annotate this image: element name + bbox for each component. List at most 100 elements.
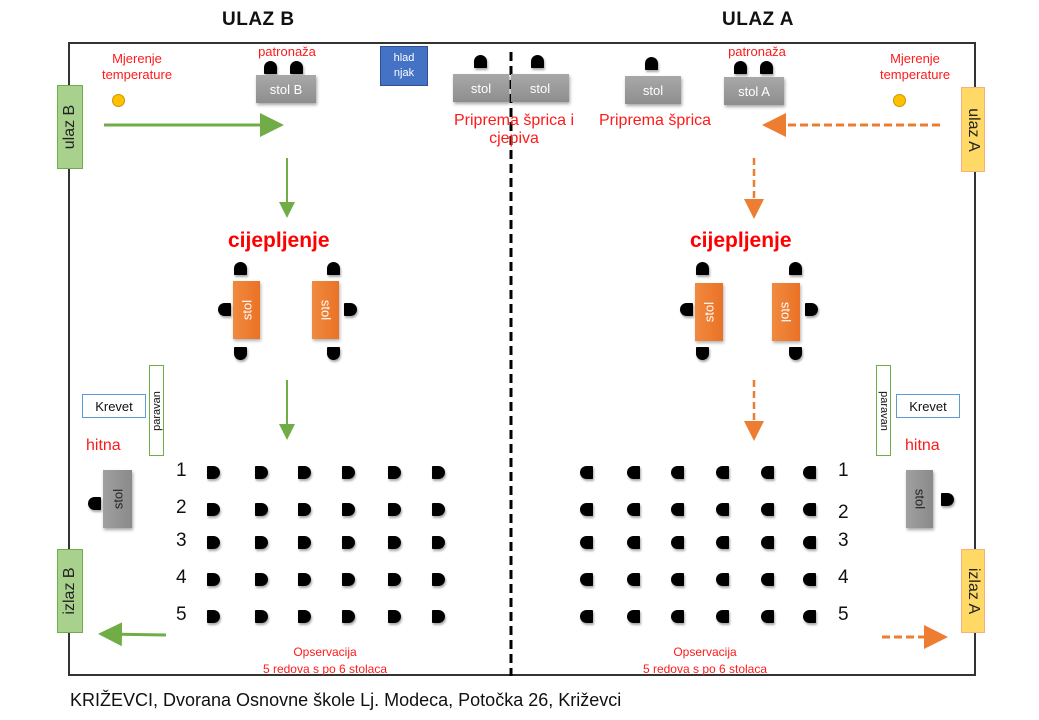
entrance-door-a: ulaz A	[961, 87, 985, 172]
prep-table-2: stol	[511, 74, 569, 102]
observation-chair	[207, 466, 220, 479]
observation-chair	[627, 573, 640, 586]
row-number: 3	[176, 530, 187, 551]
observation-chair	[255, 503, 268, 516]
observation-chair	[627, 503, 640, 516]
nursing-table-a: stol A	[724, 77, 784, 105]
observation-chair	[255, 466, 268, 479]
observation-chair	[580, 466, 593, 479]
observation-chair	[388, 573, 401, 586]
chair-icon	[805, 303, 818, 316]
chair-icon	[88, 497, 101, 510]
observation-chair	[207, 610, 220, 623]
chair-icon	[789, 262, 802, 275]
screen-a: paravan	[876, 365, 891, 456]
thermometer-icon	[112, 94, 125, 107]
observation-chair	[342, 503, 355, 516]
chair-icon	[760, 61, 773, 74]
chair-icon	[941, 493, 954, 506]
observation-chair	[803, 466, 816, 479]
nursing-b-label: patronaža	[258, 44, 316, 59]
observation-b-label: Opservacija 5 redova s po 6 stolaca	[262, 645, 388, 676]
entrance-a-heading: ULAZ A	[722, 9, 794, 30]
vaccination-table-b2: stol	[312, 281, 339, 339]
observation-chair	[580, 610, 593, 623]
thermometer-icon	[893, 94, 906, 107]
exit-door-b: izlaz B	[57, 549, 83, 633]
observation-chair	[255, 573, 268, 586]
observation-chair	[580, 536, 593, 549]
observation-chair	[627, 536, 640, 549]
nursing-a-label: patronaža	[728, 44, 786, 59]
observation-chair	[627, 466, 640, 479]
prep-syringe-vaccine-label: Priprema šprica i cjepiva	[453, 112, 575, 147]
row-number: 5	[838, 604, 849, 625]
chair-icon	[234, 262, 247, 275]
emergency-b-label: hitna	[86, 437, 121, 454]
observation-chair	[432, 610, 445, 623]
observation-chair	[342, 466, 355, 479]
observation-chair	[716, 503, 729, 516]
emergency-table-a: stol	[906, 470, 933, 528]
fridge: hlad njak	[380, 46, 428, 86]
screen-b: paravan	[149, 365, 164, 456]
chair-icon	[474, 55, 487, 68]
observation-chair	[342, 536, 355, 549]
observation-chair	[298, 466, 311, 479]
row-number: 2	[176, 497, 187, 518]
observation-chair	[388, 610, 401, 623]
temperature-station-a-label: Mjerenje temperature	[879, 51, 951, 82]
observation-chair	[671, 610, 684, 623]
chair-icon	[234, 347, 247, 360]
vaccination-a-label: cijepljenje	[690, 229, 792, 252]
observation-chair	[207, 503, 220, 516]
observation-chair	[716, 466, 729, 479]
observation-chair	[671, 466, 684, 479]
observation-chair	[761, 503, 774, 516]
observation-chair	[761, 610, 774, 623]
observation-chair	[207, 573, 220, 586]
hall-outline	[68, 42, 976, 676]
observation-chair	[255, 536, 268, 549]
route-b-exit-arrow	[98, 622, 167, 647]
observation-chair	[671, 573, 684, 586]
chair-icon	[531, 55, 544, 68]
observation-chair	[388, 503, 401, 516]
emergency-a-label: hitna	[905, 437, 940, 454]
row-number: 4	[176, 567, 187, 588]
observation-chair	[298, 610, 311, 623]
observation-chair	[716, 536, 729, 549]
chair-icon	[327, 262, 340, 275]
observation-chair	[716, 573, 729, 586]
row-number: 5	[176, 604, 187, 625]
chair-icon	[290, 61, 303, 74]
chair-icon	[264, 61, 277, 74]
chair-icon	[327, 347, 340, 360]
observation-chair	[716, 610, 729, 623]
vaccination-table-a1: stol	[695, 283, 723, 341]
observation-chair	[761, 466, 774, 479]
row-number: 4	[838, 567, 849, 588]
chair-icon	[218, 303, 231, 316]
observation-chair	[671, 536, 684, 549]
chair-icon	[734, 61, 747, 74]
entrance-door-b: ulaz B	[57, 85, 83, 169]
row-number: 2	[838, 502, 849, 523]
observation-chair	[342, 610, 355, 623]
venue-address: KRIŽEVCI, Dvorana Osnovne škole Lj. Mode…	[70, 690, 622, 710]
vaccination-table-a2: stol	[772, 283, 800, 341]
observation-chair	[803, 573, 816, 586]
observation-chair	[432, 466, 445, 479]
observation-chair	[803, 610, 816, 623]
chair-icon	[645, 57, 658, 70]
observation-chair	[761, 573, 774, 586]
chair-icon	[680, 303, 693, 316]
observation-chair	[627, 610, 640, 623]
chair-icon	[696, 262, 709, 275]
prep-syringe-label: Priprema šprica	[598, 112, 712, 129]
exit-door-a: izlaz A	[961, 549, 985, 633]
emergency-table-b: stol	[103, 470, 132, 528]
temperature-station-b-label: Mjerenje temperature	[101, 51, 173, 82]
bed-b: Krevet	[82, 394, 146, 418]
